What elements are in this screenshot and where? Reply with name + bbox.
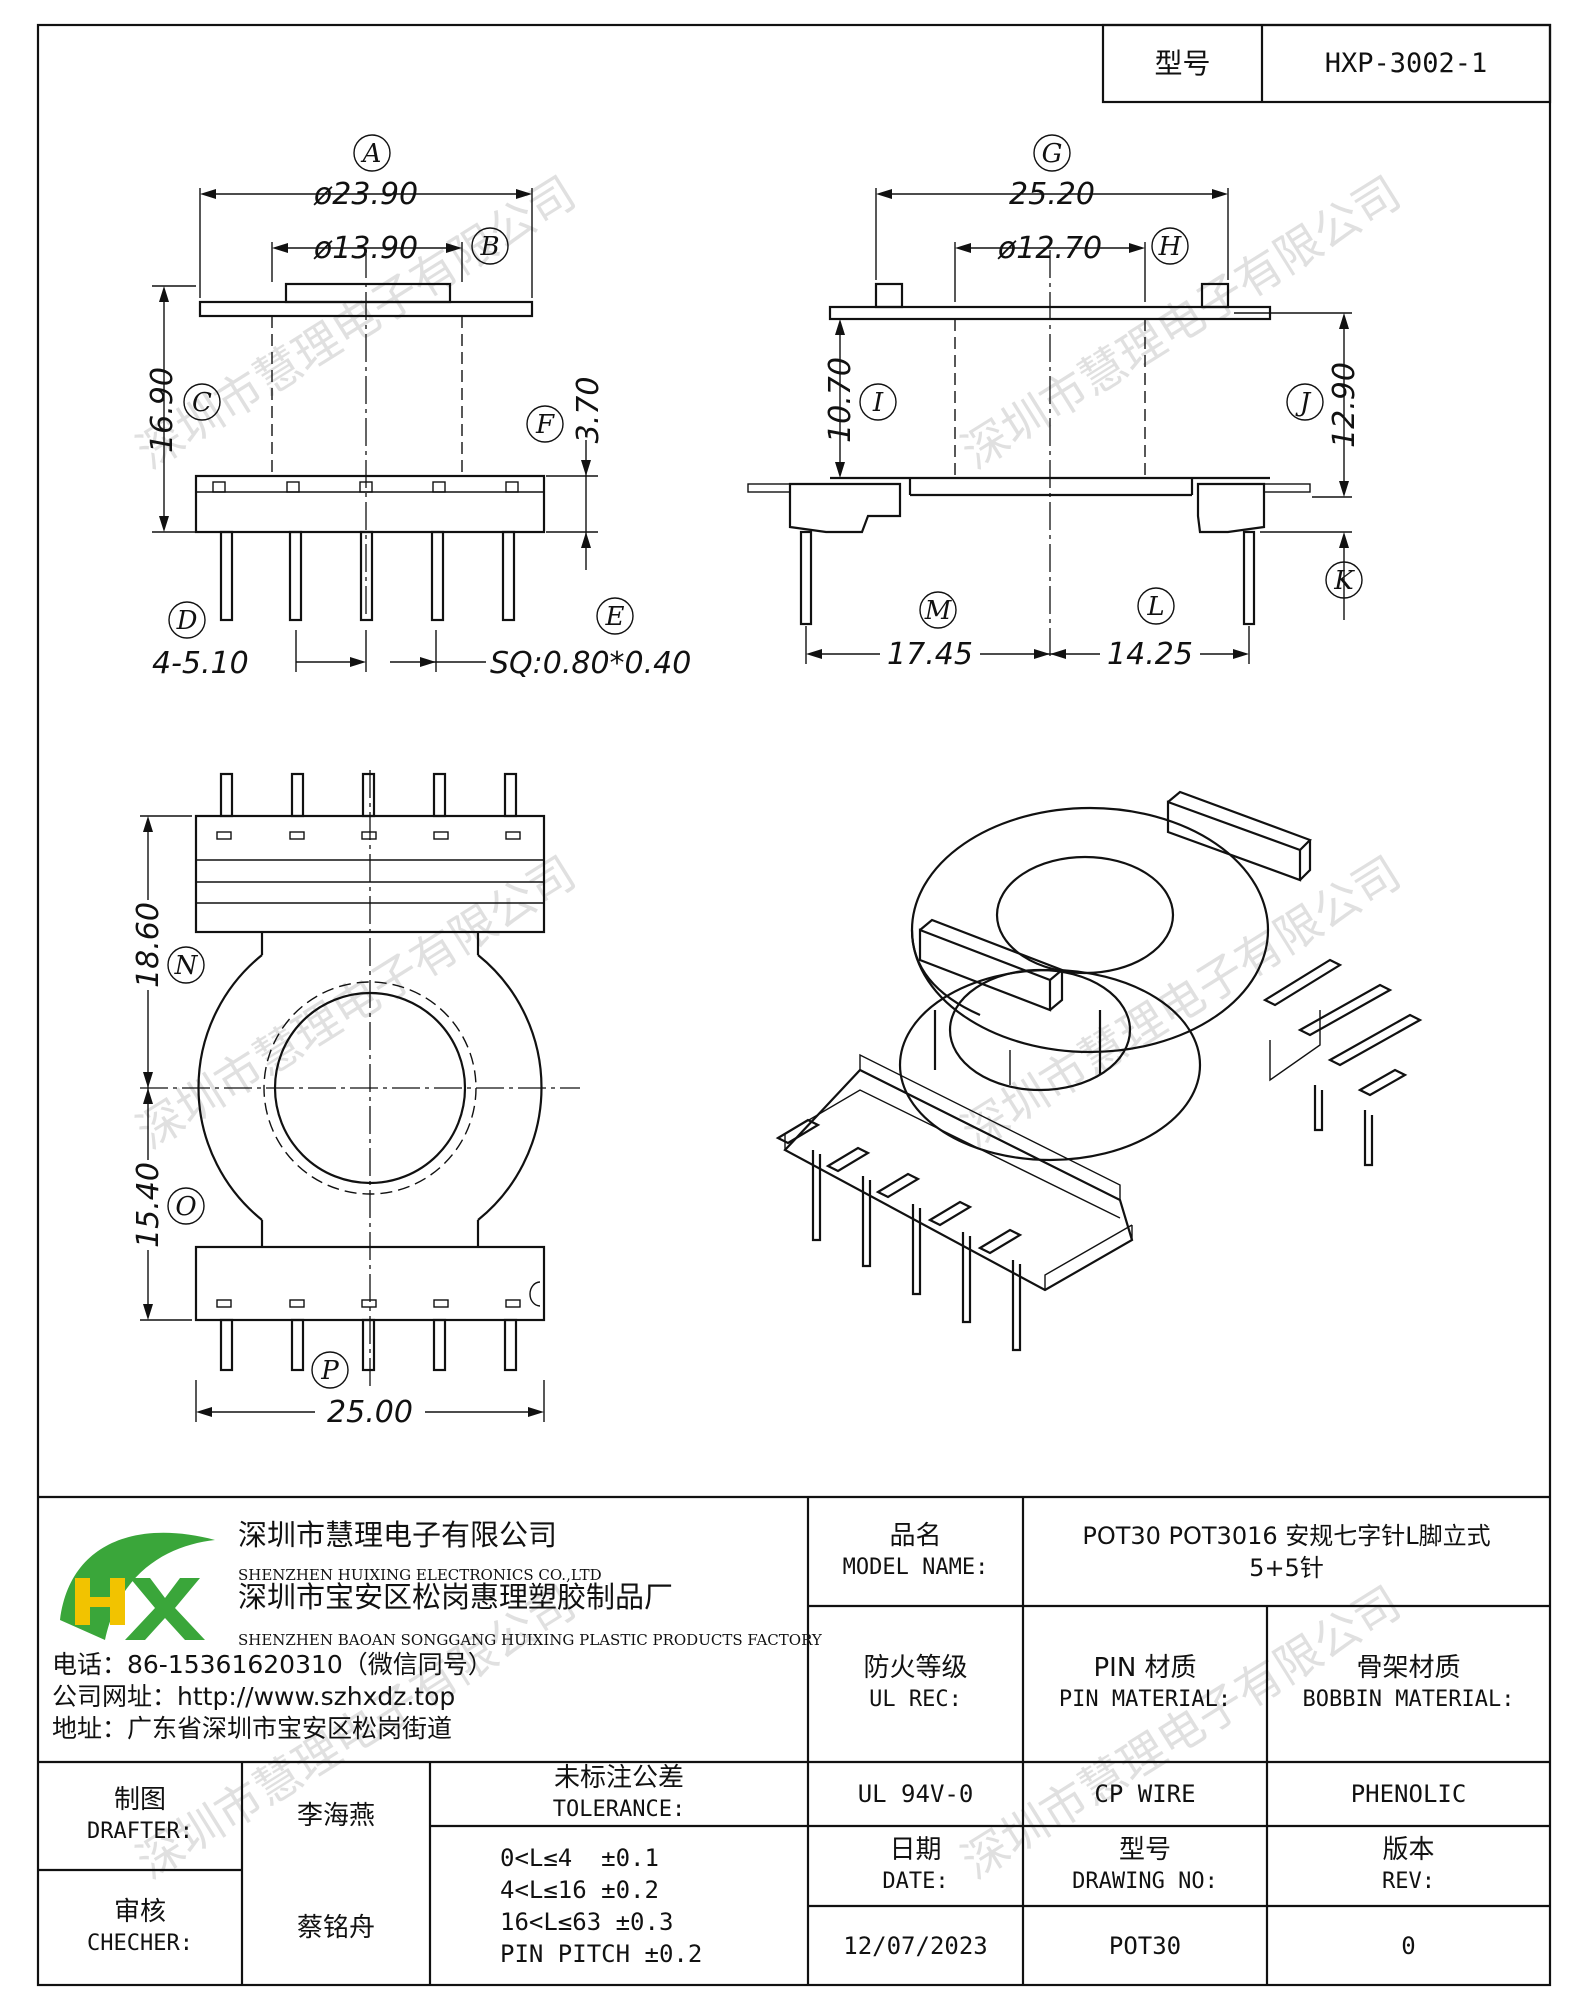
- dim-e-value: SQ:0.80*0.40: [490, 646, 691, 681]
- checker-label-cn: 审核: [113, 1896, 166, 1927]
- header-model-value: HXP-3002-1: [1324, 47, 1488, 79]
- dim-i-label: I: [872, 388, 884, 418]
- dim-m-value: 17.45: [887, 637, 973, 672]
- bottom-view: 18.60 15.40 N O 25.00 P: [131, 770, 580, 1430]
- dim-k-label: K: [1333, 566, 1355, 596]
- dim-f-label: F: [535, 410, 555, 440]
- company-name-en: SHENZHEN HUIXING ELECTRONICS CO.,LTD: [238, 1566, 602, 1584]
- factory-name-en: SHENZHEN BAOAN SONGGANG HUIXING PLASTIC …: [238, 1631, 822, 1649]
- tolerance-label: 未标注公差 TOLERANCE:: [430, 1762, 808, 1826]
- company-logo: [60, 1532, 215, 1640]
- dim-b-label: B: [479, 232, 499, 262]
- drafter-label: 制图 DRAFTER:: [38, 1762, 242, 1870]
- drawing-no-value: POT30: [1108, 1931, 1182, 1960]
- rev-value: 0: [1401, 1931, 1416, 1960]
- tolerance-label-cn: 未标注公差: [553, 1763, 684, 1793]
- drawing-no-label-en: DRAWING NO:: [1072, 1869, 1218, 1894]
- dim-n-label: N: [174, 951, 199, 981]
- dim-p-label: P: [320, 1356, 339, 1386]
- drawing-no-label: 型号 DRAWING NO:: [1023, 1826, 1267, 1906]
- bobbin-material-value: PHENOLIC: [1350, 1780, 1467, 1808]
- date-label-cn: 日期: [889, 1835, 942, 1865]
- dim-o-label: O: [175, 1192, 196, 1222]
- dim-l-value: 14.25: [1107, 637, 1193, 672]
- dim-p-value: 25.00: [327, 1395, 413, 1430]
- dim-a-label: A: [361, 139, 382, 169]
- header-box: [1101, 23, 1552, 104]
- rev-label-cn: 版本: [1382, 1835, 1435, 1865]
- dim-e-label: E: [605, 602, 625, 632]
- dim-c-value: 16.90: [145, 367, 180, 453]
- header-model-label: 型号: [1154, 46, 1211, 80]
- dim-c-label: C: [192, 388, 212, 418]
- bobbin-material-label-cn: 骨架材质: [1356, 1653, 1461, 1683]
- tolerance-label-en: TOLERANCE:: [552, 1797, 686, 1822]
- rev-label: 版本 REV:: [1267, 1826, 1550, 1906]
- title-block-grid: [38, 1495, 1550, 1985]
- dim-g-value: 25.20: [1009, 177, 1095, 212]
- tolerance-row-1: 0<L≤4 ±0.1: [500, 1844, 659, 1872]
- checker-label-en: CHECHER:: [87, 1930, 193, 1956]
- dim-m-label: M: [924, 596, 953, 626]
- date-label: 日期 DATE:: [808, 1826, 1023, 1906]
- dim-d-value: 4-5.10: [152, 646, 249, 681]
- checker-label: 审核 CHECHER:: [38, 1870, 242, 1985]
- rev-label-en: REV:: [1382, 1869, 1435, 1894]
- dim-j-label: J: [1295, 388, 1312, 418]
- drafter-value: 李海燕: [296, 1801, 375, 1831]
- ul-rec-label-en: UL REC:: [869, 1687, 962, 1712]
- model-name-value-line2: 5+5针: [1249, 1553, 1324, 1582]
- pin-material-label-cn: PIN 材质: [1093, 1653, 1197, 1683]
- model-name-label-en: MODEL NAME:: [842, 1554, 989, 1580]
- dim-h-label: H: [1158, 232, 1183, 262]
- outer-frame: [36, 23, 1552, 1987]
- dim-a-value: ø23.90: [313, 177, 418, 212]
- bobbin-material-label-en: BOBBIN MATERIAL:: [1302, 1687, 1515, 1712]
- pin-material-label-en: PIN MATERIAL:: [1058, 1687, 1232, 1712]
- company-name-cn: 深圳市慧理电子有限公司: [238, 1518, 558, 1552]
- company-phone: 电话：86-15361620310（微信同号）: [52, 1650, 493, 1679]
- dim-h-value: ø12.70: [997, 231, 1102, 266]
- dim-d-label: D: [176, 606, 198, 636]
- dim-b-value: ø13.90: [313, 231, 418, 266]
- dim-i-value: 10.70: [823, 357, 858, 443]
- date-label-en: DATE:: [882, 1869, 949, 1894]
- dim-n-value: 18.60: [131, 902, 166, 988]
- pin-material-label: PIN 材质 PIN MATERIAL:: [1023, 1606, 1267, 1762]
- ul-rec-label-cn: 防火等级: [863, 1653, 968, 1683]
- dim-j-value: 12.90: [1327, 362, 1362, 448]
- company-address: 地址：广东省深圳市宝安区松岗街道: [52, 1714, 453, 1743]
- company-web: 公司网址：http://www.szhxdz.top: [52, 1682, 456, 1711]
- tolerance-row-4: PIN PITCH ±0.2: [500, 1940, 703, 1968]
- ul-rec-value: UL 94V-0: [857, 1780, 974, 1808]
- isometric-view: [775, 790, 1423, 1352]
- ul-rec-label: 防火等级 UL REC:: [808, 1606, 1023, 1762]
- model-name-label-cn: 品名: [889, 1520, 942, 1551]
- pin-material-value: CP WIRE: [1094, 1780, 1196, 1808]
- drafter-label-cn: 制图: [113, 1785, 166, 1815]
- front-view: A ø23.90 ø13.90 B 16.90 C 3.70 F D E: [145, 134, 691, 681]
- side-view: G 25.20 ø12.70 H 10.70 I 12.90 J K: [747, 134, 1363, 672]
- model-name-value: POT30 POT3016 安规七字针L脚立式 5+5针: [1023, 1497, 1550, 1606]
- date-value: 12/07/2023: [843, 1931, 988, 1960]
- model-name-label: 品名 MODEL NAME:: [808, 1497, 1023, 1606]
- dim-l-label: L: [1146, 592, 1164, 622]
- tolerance-row-2: 4<L≤16 ±0.2: [500, 1876, 659, 1904]
- dim-o-value: 15.40: [131, 1162, 166, 1248]
- bobbin-material-label: 骨架材质 BOBBIN MATERIAL:: [1267, 1606, 1550, 1762]
- dim-g-label: G: [1042, 139, 1063, 169]
- checker-value: 蔡铭舟: [296, 1912, 375, 1943]
- tolerance-row-3: 16<L≤63 ±0.3: [500, 1908, 674, 1936]
- model-name-value-line1: POT30 POT3016 安规七字针L脚立式: [1082, 1521, 1491, 1550]
- drafter-label-en: DRAFTER:: [87, 1819, 193, 1844]
- factory-name-cn: 深圳市宝安区松岗惠理塑胶制品厂: [238, 1580, 674, 1614]
- watermark-1: 深圳市慧理电子有限公司: [127, 165, 585, 479]
- dim-f-value: 3.70: [571, 377, 606, 444]
- tolerance-values: 0<L≤4 ±0.1 4<L≤16 ±0.2 16<L≤63 ±0.3 PIN …: [500, 1830, 800, 1982]
- drawing-no-label-cn: 型号: [1118, 1835, 1171, 1865]
